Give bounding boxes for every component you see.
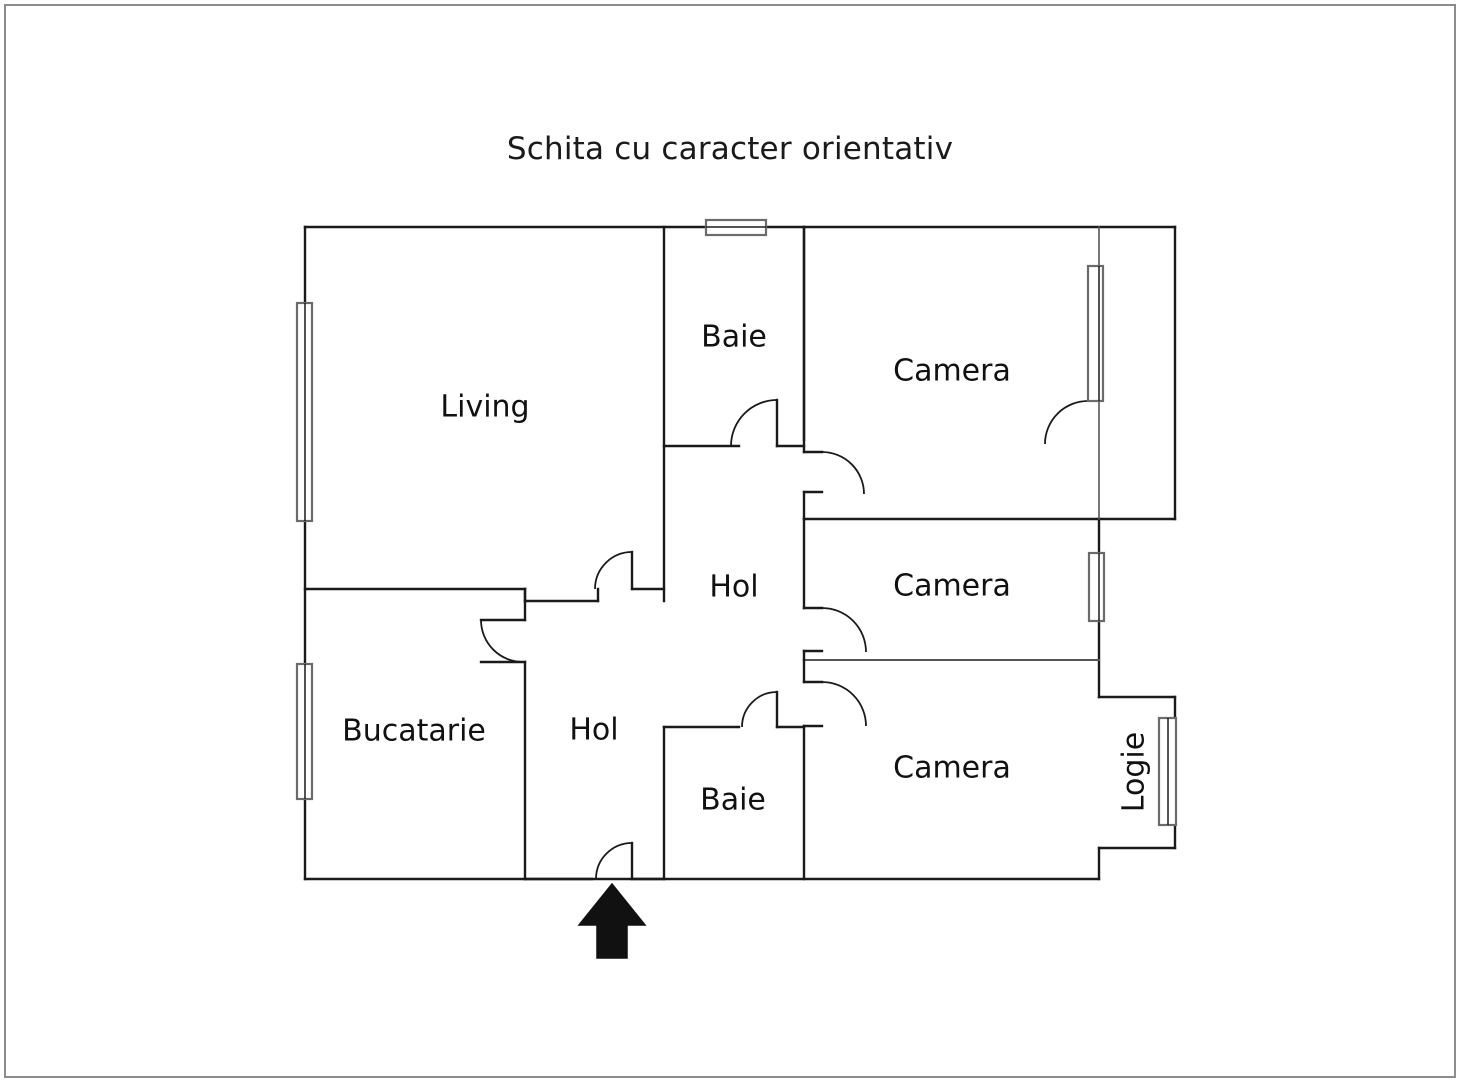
entrance-arrow-shape <box>577 882 647 959</box>
door-swings-group <box>480 399 1089 880</box>
page-title: Schita cu caracter orientativ <box>506 131 954 167</box>
door-intrare-arc <box>595 842 633 880</box>
door-bucatarie-hol-arc <box>480 619 524 663</box>
room-label-bucatarie: Bucatarie <box>342 714 486 749</box>
room-label-baie-jos: Baie <box>700 783 766 818</box>
door-baie-jos-hol-arc <box>741 691 778 728</box>
door-baie-sus-hol-arc <box>730 399 778 447</box>
room-label-camera-3: Camera <box>893 751 1011 786</box>
door-camera1-balcon-arc <box>1044 400 1089 445</box>
door-living-hol-arc <box>594 551 633 590</box>
room-label-camera-1: Camera <box>893 354 1011 389</box>
room-label-hol-centru: Hol <box>709 570 758 605</box>
room-label-baie-sus: Baie <box>701 320 767 355</box>
entrance-arrow <box>577 882 647 959</box>
room-label-living: Living <box>440 390 529 425</box>
window-camera2-east <box>1087 551 1106 623</box>
window-camera1-east <box>1086 264 1105 403</box>
room-label-camera-2: Camera <box>893 569 1011 604</box>
room-label-hol-jos: Hol <box>569 713 618 748</box>
door-camera1-hol-arc <box>821 451 865 495</box>
room-label-logie: Logie <box>1117 732 1152 812</box>
window-mullions-group <box>304 226 1169 825</box>
door-camera3-hol-arc <box>821 681 867 727</box>
door-camera2-hol-arc <box>821 607 867 653</box>
room-labels-group: Living Baie Camera Hol Camera Bucatarie … <box>342 320 1151 818</box>
